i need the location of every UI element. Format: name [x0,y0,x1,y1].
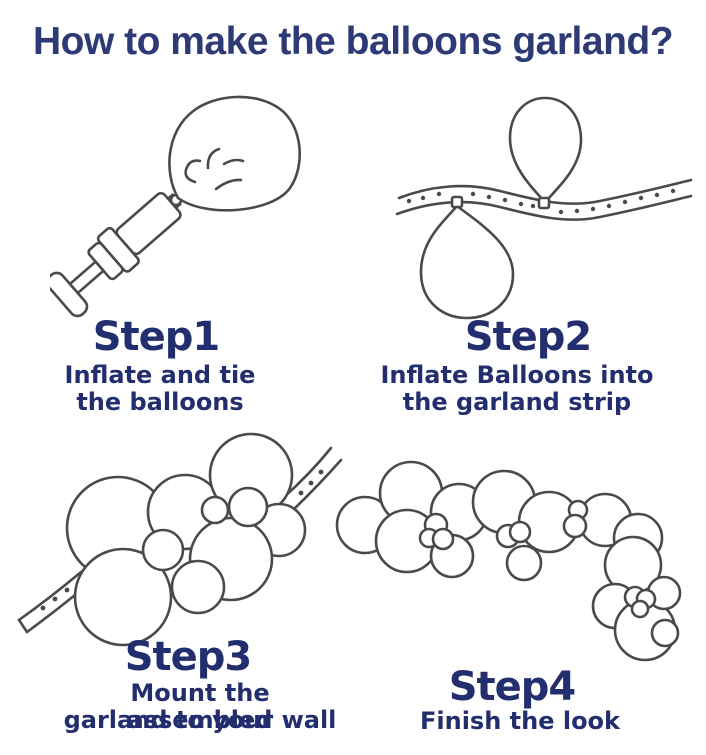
balloon-pump-icon [50,95,302,318]
garland-strip [395,178,693,221]
air-puff-marks [184,147,245,191]
step1-caption-line2: the balloons [76,388,244,416]
balloon-above-strip [508,96,583,204]
step2-caption-line1: Inflate Balloons into [380,361,654,389]
garland-arc [335,460,682,662]
finished-garland-arc-icon [335,460,682,662]
knot-bottom [450,195,464,209]
step3-caption-line1: Mount the assembled [127,679,273,734]
step1-label: Step1 [92,314,221,360]
step4-label: Step4 [448,664,577,710]
step4-caption-line1: Finish the look [419,707,620,735]
page-title: How to make the balloons garland? [32,20,674,63]
hand-pump [50,191,182,318]
step2-label: Step2 [464,314,593,360]
step1-caption-line1: Inflate and tie [64,361,256,389]
knot-top [537,196,551,210]
assembled-garland-cluster-icon [17,432,343,647]
balloon-below-strip [419,204,515,320]
step3-label: Step3 [124,634,253,680]
balloons-on-garland-strip-icon [395,96,693,320]
inflating-balloon [168,95,302,212]
balloon-cluster [65,432,307,647]
step3-caption-line2: garland to your wall [63,706,337,734]
step2-caption-line2: the garland strip [402,388,632,416]
